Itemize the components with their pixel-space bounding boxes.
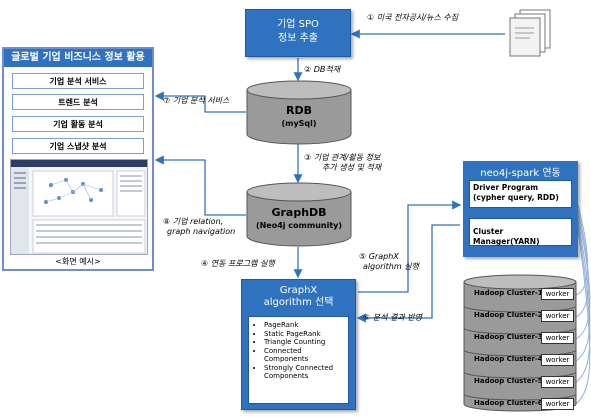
- spo-line1: 기업 SPO: [277, 19, 319, 30]
- graphx-title: GraphX algorithm 선택: [242, 285, 355, 309]
- graphx-line2: algorithm 선택: [263, 297, 334, 308]
- screen-example-thumbnail: [10, 159, 148, 255]
- step-3-line2: 추가 생성 및 적재: [322, 163, 382, 172]
- hadoop-cluster-label: Hadoop Cluster-1: [474, 289, 543, 297]
- graphdb-sub: (Neo4j community): [255, 221, 343, 230]
- business-info-panel: 글로벌 기업 비즈니스 정보 활용 기업 분석 서비스 트렌드 분석 기업 활동…: [2, 47, 154, 271]
- graphx-line1: GraphX: [279, 285, 318, 296]
- hadoop-cluster-label: Hadoop Cluster-2: [474, 311, 543, 319]
- worker-node: worker: [541, 332, 574, 344]
- step-7-number: ⑦: [163, 96, 171, 105]
- worker-node: worker: [541, 288, 574, 300]
- step-3-number: ③: [304, 153, 312, 162]
- step-3-line1: 기업 관계/활동 정보: [313, 153, 381, 162]
- step-6-text: 분석 결과 반영: [372, 313, 422, 322]
- hadoop-cluster-label: Hadoop Cluster-5: [474, 377, 543, 385]
- driver-program-box: Driver Program (cypher query, RDD): [469, 180, 572, 208]
- rdb-cylinder: RDB (mySql): [246, 80, 352, 146]
- step-8-label: ⑧ 기업 relation, graph navigation: [163, 217, 235, 237]
- step-5-line2: algorithm 실행: [363, 262, 419, 271]
- hadoop-cluster-stack: Hadoop Cluster-1 Hadoop Cluster-2 Hadoop…: [462, 274, 580, 414]
- algorithm-item: Triangle Counting: [264, 338, 345, 347]
- algorithm-item: Static PageRank: [264, 330, 345, 339]
- service-item: 기업 스냅샷 분석: [12, 138, 144, 154]
- driver-line1: Driver Program: [473, 183, 539, 192]
- hadoop-cluster-label: Hadoop Cluster-4: [474, 355, 543, 363]
- service-item: 기업 분석 서비스: [12, 73, 144, 89]
- algorithm-item: PageRank: [264, 321, 345, 330]
- step-2-label: ② DB적재: [304, 64, 340, 75]
- service-item: 기업 활동 분석: [12, 116, 144, 132]
- arrow-graphx-to-spark: [358, 200, 462, 293]
- arrow-graphdb-to-panel: [154, 155, 246, 216]
- cluster-manager-box: Cluster Manager(YARN): [469, 218, 572, 246]
- hadoop-cluster-label: Hadoop Cluster-6: [474, 399, 543, 407]
- arrow-rdb-to-panel: [154, 91, 246, 113]
- step-8-line1: 기업 relation,: [172, 217, 224, 226]
- arrow-spark-to-graphx: [356, 224, 460, 323]
- step-2-number: ②: [304, 65, 312, 74]
- rdb-sub: (mySql): [281, 119, 317, 128]
- step-5-line1: GraphX: [368, 252, 399, 261]
- algorithm-list: PageRank Static PageRank Triangle Counti…: [248, 316, 349, 404]
- step-1-text: 미국 전자공시/뉴스 수집: [376, 13, 459, 22]
- graphdb-name: GraphDB: [271, 206, 327, 219]
- step-4-label: ④ 연동 프로그램 실행: [201, 258, 275, 269]
- step-7-text: 기업 분석 서비스: [172, 96, 230, 105]
- step-7-label: ⑦ 기업 분석 서비스: [163, 95, 229, 106]
- panel-title: 글로벌 기업 비즈니스 정보 활용: [4, 49, 152, 67]
- worker-node: worker: [541, 376, 574, 388]
- worker-node: worker: [541, 398, 574, 410]
- spark-title: neo4j-spark 연동: [480, 168, 561, 179]
- document-stack-icon: [506, 8, 558, 58]
- step-2-text: DB적재: [313, 65, 341, 74]
- graphx-algorithm-box: GraphX algorithm 선택 PageRank Static Page…: [241, 279, 356, 410]
- service-item: 트렌드 분석: [12, 94, 144, 110]
- neo4j-spark-box: neo4j-spark 연동 Driver Program (cypher qu…: [463, 161, 578, 257]
- spark-to-worker-lines: [575, 204, 591, 405]
- step-5-number: ⑤: [359, 252, 367, 261]
- cluster-manager-label: Cluster Manager(YARN): [473, 227, 540, 246]
- spo-line2: 정보 추출: [278, 33, 318, 44]
- step-8-number: ⑧: [163, 217, 171, 226]
- algorithm-item: Connected Components: [264, 347, 345, 364]
- spo-extraction-box: 기업 SPO 정보 추출: [245, 9, 351, 57]
- worker-node: worker: [541, 354, 574, 366]
- worker-node: worker: [541, 310, 574, 322]
- step-4-number: ④: [201, 259, 209, 268]
- graphdb-cylinder: GraphDB (Neo4j community): [246, 182, 352, 248]
- step-1-label: ① 미국 전자공시/뉴스 수집: [367, 12, 458, 23]
- step-4-text: 연동 프로그램 실행: [210, 259, 275, 268]
- algorithm-item: Strongly Connected Components: [264, 364, 345, 381]
- step-6-label: ⑥ 분석 결과 반영: [363, 312, 422, 323]
- step-3-label: ③ 기업 관계/활동 정보 추가 생성 및 적재: [304, 153, 381, 173]
- step-1-number: ①: [367, 13, 375, 22]
- step-5-label: ⑤ GraphX algorithm 실행: [359, 252, 419, 272]
- driver-line2: (cypher query, RDD): [473, 193, 559, 202]
- hadoop-cluster-label: Hadoop Cluster-3: [474, 333, 543, 341]
- step-6-number: ⑥: [363, 313, 371, 322]
- screen-caption: <화면 예시>: [55, 257, 101, 266]
- step-8-line2: graph navigation: [167, 227, 236, 236]
- rdb-name: RDB: [286, 104, 312, 117]
